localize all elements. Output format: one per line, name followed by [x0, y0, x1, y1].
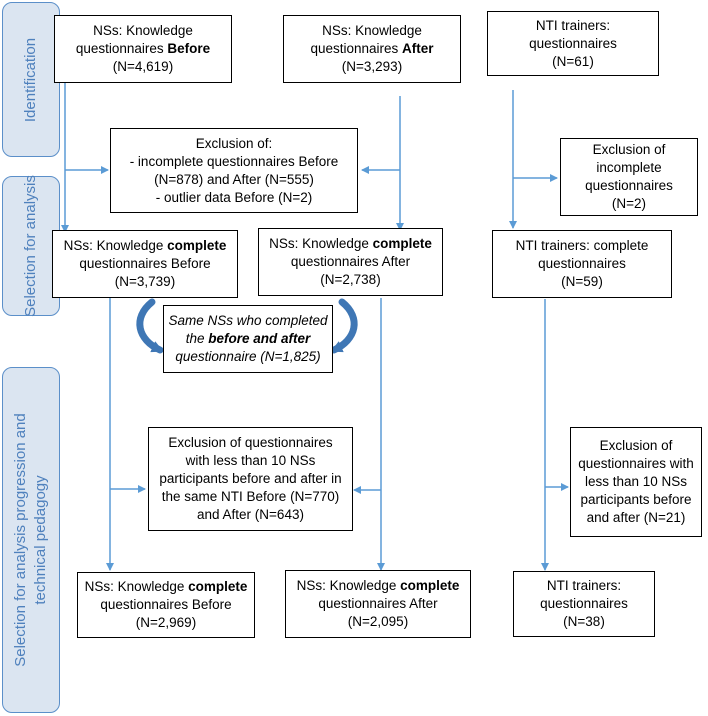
box-exclusion-nti-incomplete: Exclusion of incomplete questionnaires (…: [560, 138, 698, 216]
box-exclusion-less-than-10: Exclusion of questionnaires with less th…: [148, 427, 353, 531]
box-final-after: NSs: Knowledge complete questionnaires A…: [285, 570, 471, 638]
box-ns-complete-before: NSs: Knowledge complete questionnaires B…: [52, 230, 238, 298]
stage-progression: Selection for analysis progression and t…: [2, 367, 60, 713]
box-ns-after: NSs: Knowledge questionnaires After (N=3…: [283, 15, 461, 83]
box-final-nti: NTI trainers: questionnaires (N=38): [513, 571, 655, 637]
box-ns-before: NSs: Knowledge questionnaires Before (N=…: [54, 15, 232, 83]
stage-selection: Selection for analysis: [2, 175, 60, 317]
stage-identification: Identification: [2, 2, 60, 157]
curve-arrow-left: [136, 298, 164, 354]
box-final-before: NSs: Knowledge complete questionnaires B…: [77, 572, 255, 638]
curve-arrow-right: [330, 298, 358, 354]
box-exclusion-incomplete: Exclusion of: - incomplete questionnaire…: [110, 128, 358, 213]
box-same-ns: Same NSs who completed the before and af…: [163, 305, 333, 373]
box-nti-complete: NTI trainers: complete questionnaires (N…: [492, 230, 672, 298]
box-exclusion-nti-less-than-10: Exclusion of questionnaires with less th…: [570, 427, 702, 537]
box-ns-complete-after: NSs: Knowledge complete questionnaires A…: [258, 228, 443, 296]
box-nti-start: NTI trainers: questionnaires (N=61): [487, 11, 659, 76]
